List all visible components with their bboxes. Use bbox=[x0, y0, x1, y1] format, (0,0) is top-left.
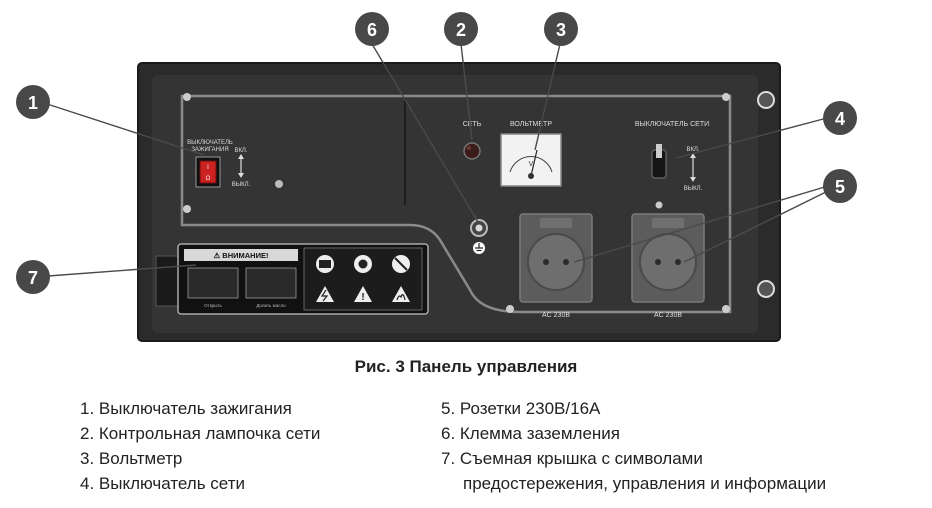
hot-surface-glyph bbox=[396, 294, 406, 301]
callout-2: 2 bbox=[444, 12, 478, 46]
ignition-off-label: ВЫКЛ. bbox=[232, 182, 251, 188]
voltmeter-needle bbox=[530, 149, 538, 177]
legend-item: 3. Вольтметр bbox=[80, 449, 183, 468]
breaker-off-label: ВЫКЛ. bbox=[684, 186, 703, 192]
panel-plate-outline bbox=[180, 94, 732, 314]
plate-screw bbox=[183, 205, 191, 213]
frame-bolt bbox=[757, 280, 775, 298]
socket-2-label: AC 230В bbox=[654, 312, 682, 319]
plate-screw bbox=[722, 93, 730, 101]
no-indoor-use-slash bbox=[394, 257, 408, 271]
ignition-label-line1: ВЫКЛЮЧАТЕЛЬ bbox=[187, 140, 233, 146]
ignition-o-mark: O bbox=[206, 176, 211, 182]
ignition-i-mark: I bbox=[207, 165, 209, 171]
legend-item-continuation: предостережения, управления и информации bbox=[463, 474, 827, 493]
callout-1: 1 bbox=[16, 85, 50, 119]
plate-screw bbox=[275, 180, 283, 188]
socket-1-outlet[interactable] bbox=[527, 233, 585, 291]
socket-2-pin-hole bbox=[655, 259, 661, 265]
frame-bolt bbox=[757, 91, 775, 109]
breaker-arrow-head-down bbox=[690, 177, 696, 182]
leader-line-6 bbox=[371, 43, 479, 223]
electric-shock-warning-icon bbox=[316, 286, 334, 302]
warning-caption-open: Открыть bbox=[204, 303, 222, 308]
warning-title: ⚠ ВНИМАНИЕ! bbox=[213, 251, 268, 260]
callout-4: 4 bbox=[823, 101, 857, 135]
plate-screw bbox=[655, 201, 663, 209]
leader-line-2 bbox=[460, 43, 473, 141]
leader-line-3 bbox=[534, 43, 561, 151]
ignition-rocker[interactable] bbox=[199, 160, 217, 184]
socket-2-outlet[interactable] bbox=[639, 233, 697, 291]
warning-illustration-2 bbox=[245, 267, 297, 299]
voltmeter-label: ВОЛЬТМЕТР bbox=[510, 121, 552, 128]
voltmeter-pivot bbox=[528, 173, 534, 179]
ground-icon bbox=[475, 243, 483, 252]
socket-1-lid-hinge bbox=[540, 218, 572, 228]
ignition-label-line2: ЗАЖИГАНИЯ bbox=[191, 147, 228, 153]
warning-illustration-1 bbox=[187, 267, 239, 299]
legend-item: 4. Выключатель сети bbox=[80, 474, 245, 493]
breaker-lever[interactable] bbox=[656, 144, 662, 158]
leader-line-5b bbox=[683, 189, 831, 263]
general-warning-icon bbox=[354, 286, 372, 302]
plate-screw bbox=[183, 93, 191, 101]
svg-text:4: 4 bbox=[835, 109, 845, 129]
plate-screw bbox=[722, 305, 730, 313]
legend-left-column: 1. Выключатель зажигания 2. Контрольная … bbox=[80, 396, 320, 496]
callout-7: 7 bbox=[16, 260, 50, 294]
svg-text:3: 3 bbox=[556, 20, 566, 40]
ear-protection-glyph bbox=[358, 259, 368, 269]
ignition-arrow-head-down bbox=[238, 173, 244, 178]
socket-1-label: AC 230В bbox=[542, 312, 570, 319]
voltmeter-unit: V bbox=[529, 161, 534, 168]
legend-item: 7. Съемная крышка с символами bbox=[441, 449, 703, 468]
ground-terminal-nut bbox=[475, 224, 483, 232]
callout-5: 5 bbox=[823, 169, 857, 203]
warning-header-bar bbox=[184, 249, 298, 261]
socket-2-lid-hinge bbox=[652, 218, 684, 228]
callout-3: 3 bbox=[544, 12, 578, 46]
cover-tab bbox=[155, 255, 179, 307]
mains-lamp-glint bbox=[467, 146, 471, 150]
legend-item: 2. Контрольная лампочка сети bbox=[80, 424, 321, 443]
svg-text:7: 7 bbox=[28, 268, 38, 288]
figure-caption: Рис. 3 Панель управления bbox=[354, 357, 578, 376]
socket-2-pin-hole bbox=[675, 259, 681, 265]
svg-text:1: 1 bbox=[28, 93, 38, 113]
legend-item: 1. Выключатель зажигания bbox=[80, 399, 292, 418]
control-panel-illustration: ВЫКЛЮЧАТЕЛЬ ЗАЖИГАНИЯ I O ВКЛ. ВЫКЛ. СЕТ… bbox=[16, 12, 857, 342]
leader-line-4 bbox=[675, 117, 828, 159]
leader-line-5a bbox=[573, 185, 829, 263]
svg-text:2: 2 bbox=[456, 20, 466, 40]
leader-line-1 bbox=[43, 102, 205, 156]
mains-lamp-label: СЕТЬ bbox=[463, 121, 482, 128]
svg-text:5: 5 bbox=[835, 177, 845, 197]
socket-1-pin-hole bbox=[563, 259, 569, 265]
ignition-on-label: ВКЛ. bbox=[234, 148, 247, 154]
socket-1-pin-hole bbox=[543, 259, 549, 265]
legend-item: 6. Клемма заземления bbox=[441, 424, 620, 443]
breaker-arrow-head-up bbox=[690, 153, 696, 158]
leader-line-7 bbox=[47, 264, 197, 277]
ignition-arrow-head-up bbox=[238, 154, 244, 159]
legend-right-column: 5. Розетки 230В/16А 6. Клемма заземления… bbox=[441, 396, 826, 496]
voltmeter-scale bbox=[509, 156, 553, 173]
hot-surface-warning-icon bbox=[392, 286, 410, 302]
manual-icon-glyph bbox=[319, 260, 331, 268]
breaker-label: ВЫКЛЮЧАТЕЛЬ СЕТИ bbox=[635, 121, 709, 128]
warning-caption-oil: Долить масло bbox=[256, 303, 286, 308]
mains-indicator-lamp bbox=[463, 142, 481, 160]
legend-item: 5. Розетки 230В/16А bbox=[441, 399, 601, 418]
plate-screw bbox=[506, 305, 514, 313]
callout-6: 6 bbox=[355, 12, 389, 46]
electric-shock-bolt bbox=[320, 289, 329, 302]
general-warning-glyph: ! bbox=[361, 292, 364, 303]
svg-text:6: 6 bbox=[367, 20, 377, 40]
breaker-on-label: ВКЛ. bbox=[686, 147, 699, 153]
